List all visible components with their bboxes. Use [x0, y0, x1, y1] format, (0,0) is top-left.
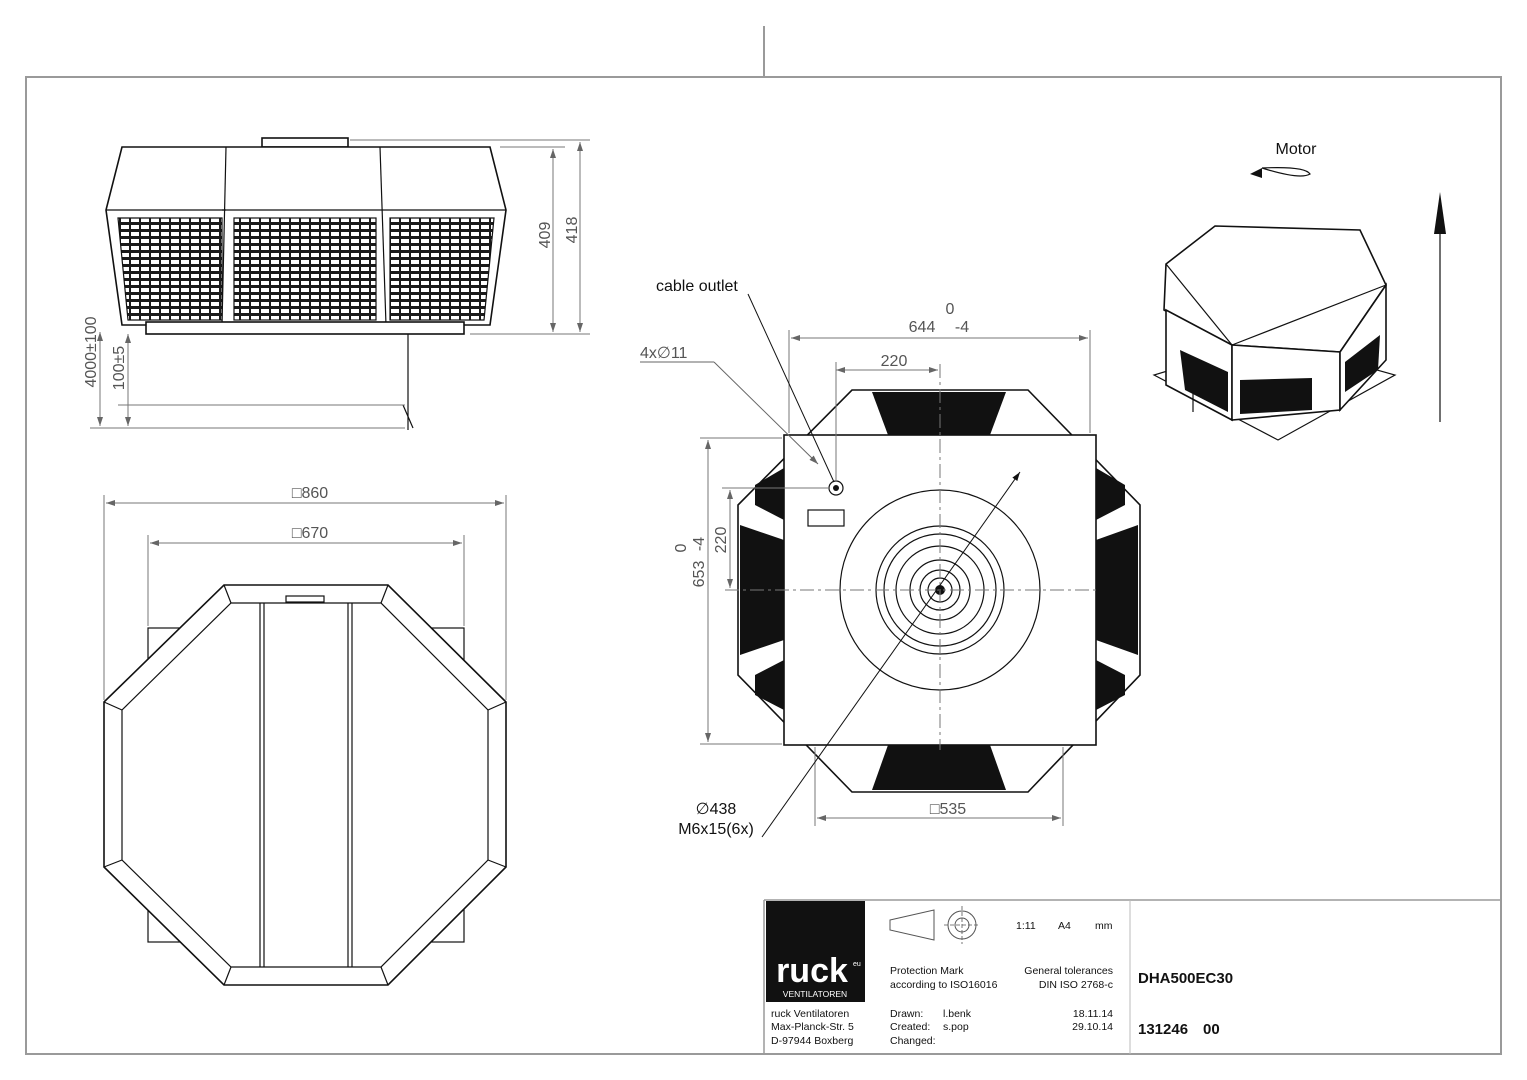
- dim-cable-length: 4000±100: [83, 316, 100, 387]
- isometric-view: Motor: [1152, 141, 1446, 441]
- created-label: Created:: [890, 1021, 930, 1033]
- label-cable-outlet: cable outlet: [656, 278, 738, 295]
- dim-width: 644: [909, 319, 936, 336]
- changed-label: Changed:: [890, 1035, 936, 1047]
- dim-base-square: □535: [930, 801, 966, 818]
- label-screws: M6x15(6x): [678, 821, 754, 838]
- address-line-3: D-97944 Boxberg: [771, 1035, 853, 1047]
- revision: 00: [1203, 1021, 1220, 1038]
- general-tolerances-2: DIN ISO 2768-c: [1039, 979, 1113, 991]
- general-tolerances-1: General tolerances: [1024, 965, 1113, 977]
- dim-hole-spacing-h: 220: [881, 353, 908, 370]
- drawn-label: Drawn:: [890, 1008, 923, 1020]
- protection-mark-1: Protection Mark: [890, 965, 964, 977]
- drawn-name: l.benk: [943, 1008, 972, 1020]
- dim-width-tol-lower: -4: [955, 319, 969, 336]
- dim-height-tol-upper: 0: [673, 543, 690, 552]
- address-line-1: ruck Ventilatoren: [771, 1008, 849, 1020]
- created-name: s.pop: [943, 1021, 969, 1033]
- top-view: □860 □670: [103, 485, 507, 986]
- dim-side-height-418: 418: [564, 217, 581, 244]
- company-logo-block: [766, 901, 865, 1002]
- label-mounting-holes: 4x∅11: [640, 345, 688, 362]
- created-date: 29.10.14: [1072, 1021, 1113, 1033]
- side-view: 409 418 4000±100 100±5: [83, 137, 590, 430]
- company-logo: ruck: [776, 952, 848, 990]
- label-diameter: ∅438: [696, 801, 737, 818]
- bottom-view: 0 644 -4 220 653 0 -4 220 □535 cable out…: [640, 278, 1141, 838]
- label-motor: Motor: [1276, 141, 1318, 158]
- dim-hole-spacing-v: 220: [713, 527, 730, 554]
- dim-inner-square: □670: [292, 525, 328, 542]
- dim-height-tol-lower: -4: [691, 537, 708, 551]
- dim-cable-offset: 100±5: [111, 346, 128, 390]
- dim-side-height-409: 409: [537, 222, 554, 249]
- projection-symbol: [889, 906, 980, 944]
- dim-width-tol-upper: 0: [946, 301, 955, 318]
- drawing-number: 131246: [1138, 1021, 1188, 1038]
- model-number: DHA500EC30: [1138, 970, 1233, 987]
- protection-mark-2: according to ISO16016: [890, 979, 998, 991]
- unit: mm: [1095, 920, 1113, 932]
- dim-outer-square: □860: [292, 485, 328, 502]
- title-block: ruck eu VENTILATOREN ruck Ventilatoren M…: [763, 899, 1501, 1054]
- scale: 1:11: [1016, 920, 1036, 932]
- company-logo-sub: VENTILATOREN: [783, 989, 847, 999]
- company-logo-sup: eu: [853, 961, 861, 968]
- paper-size: A4: [1058, 920, 1071, 932]
- drawn-date: 18.11.14: [1073, 1008, 1113, 1020]
- dim-height: 653: [691, 561, 708, 588]
- address-line-2: Max-Planck-Str. 5: [771, 1021, 854, 1033]
